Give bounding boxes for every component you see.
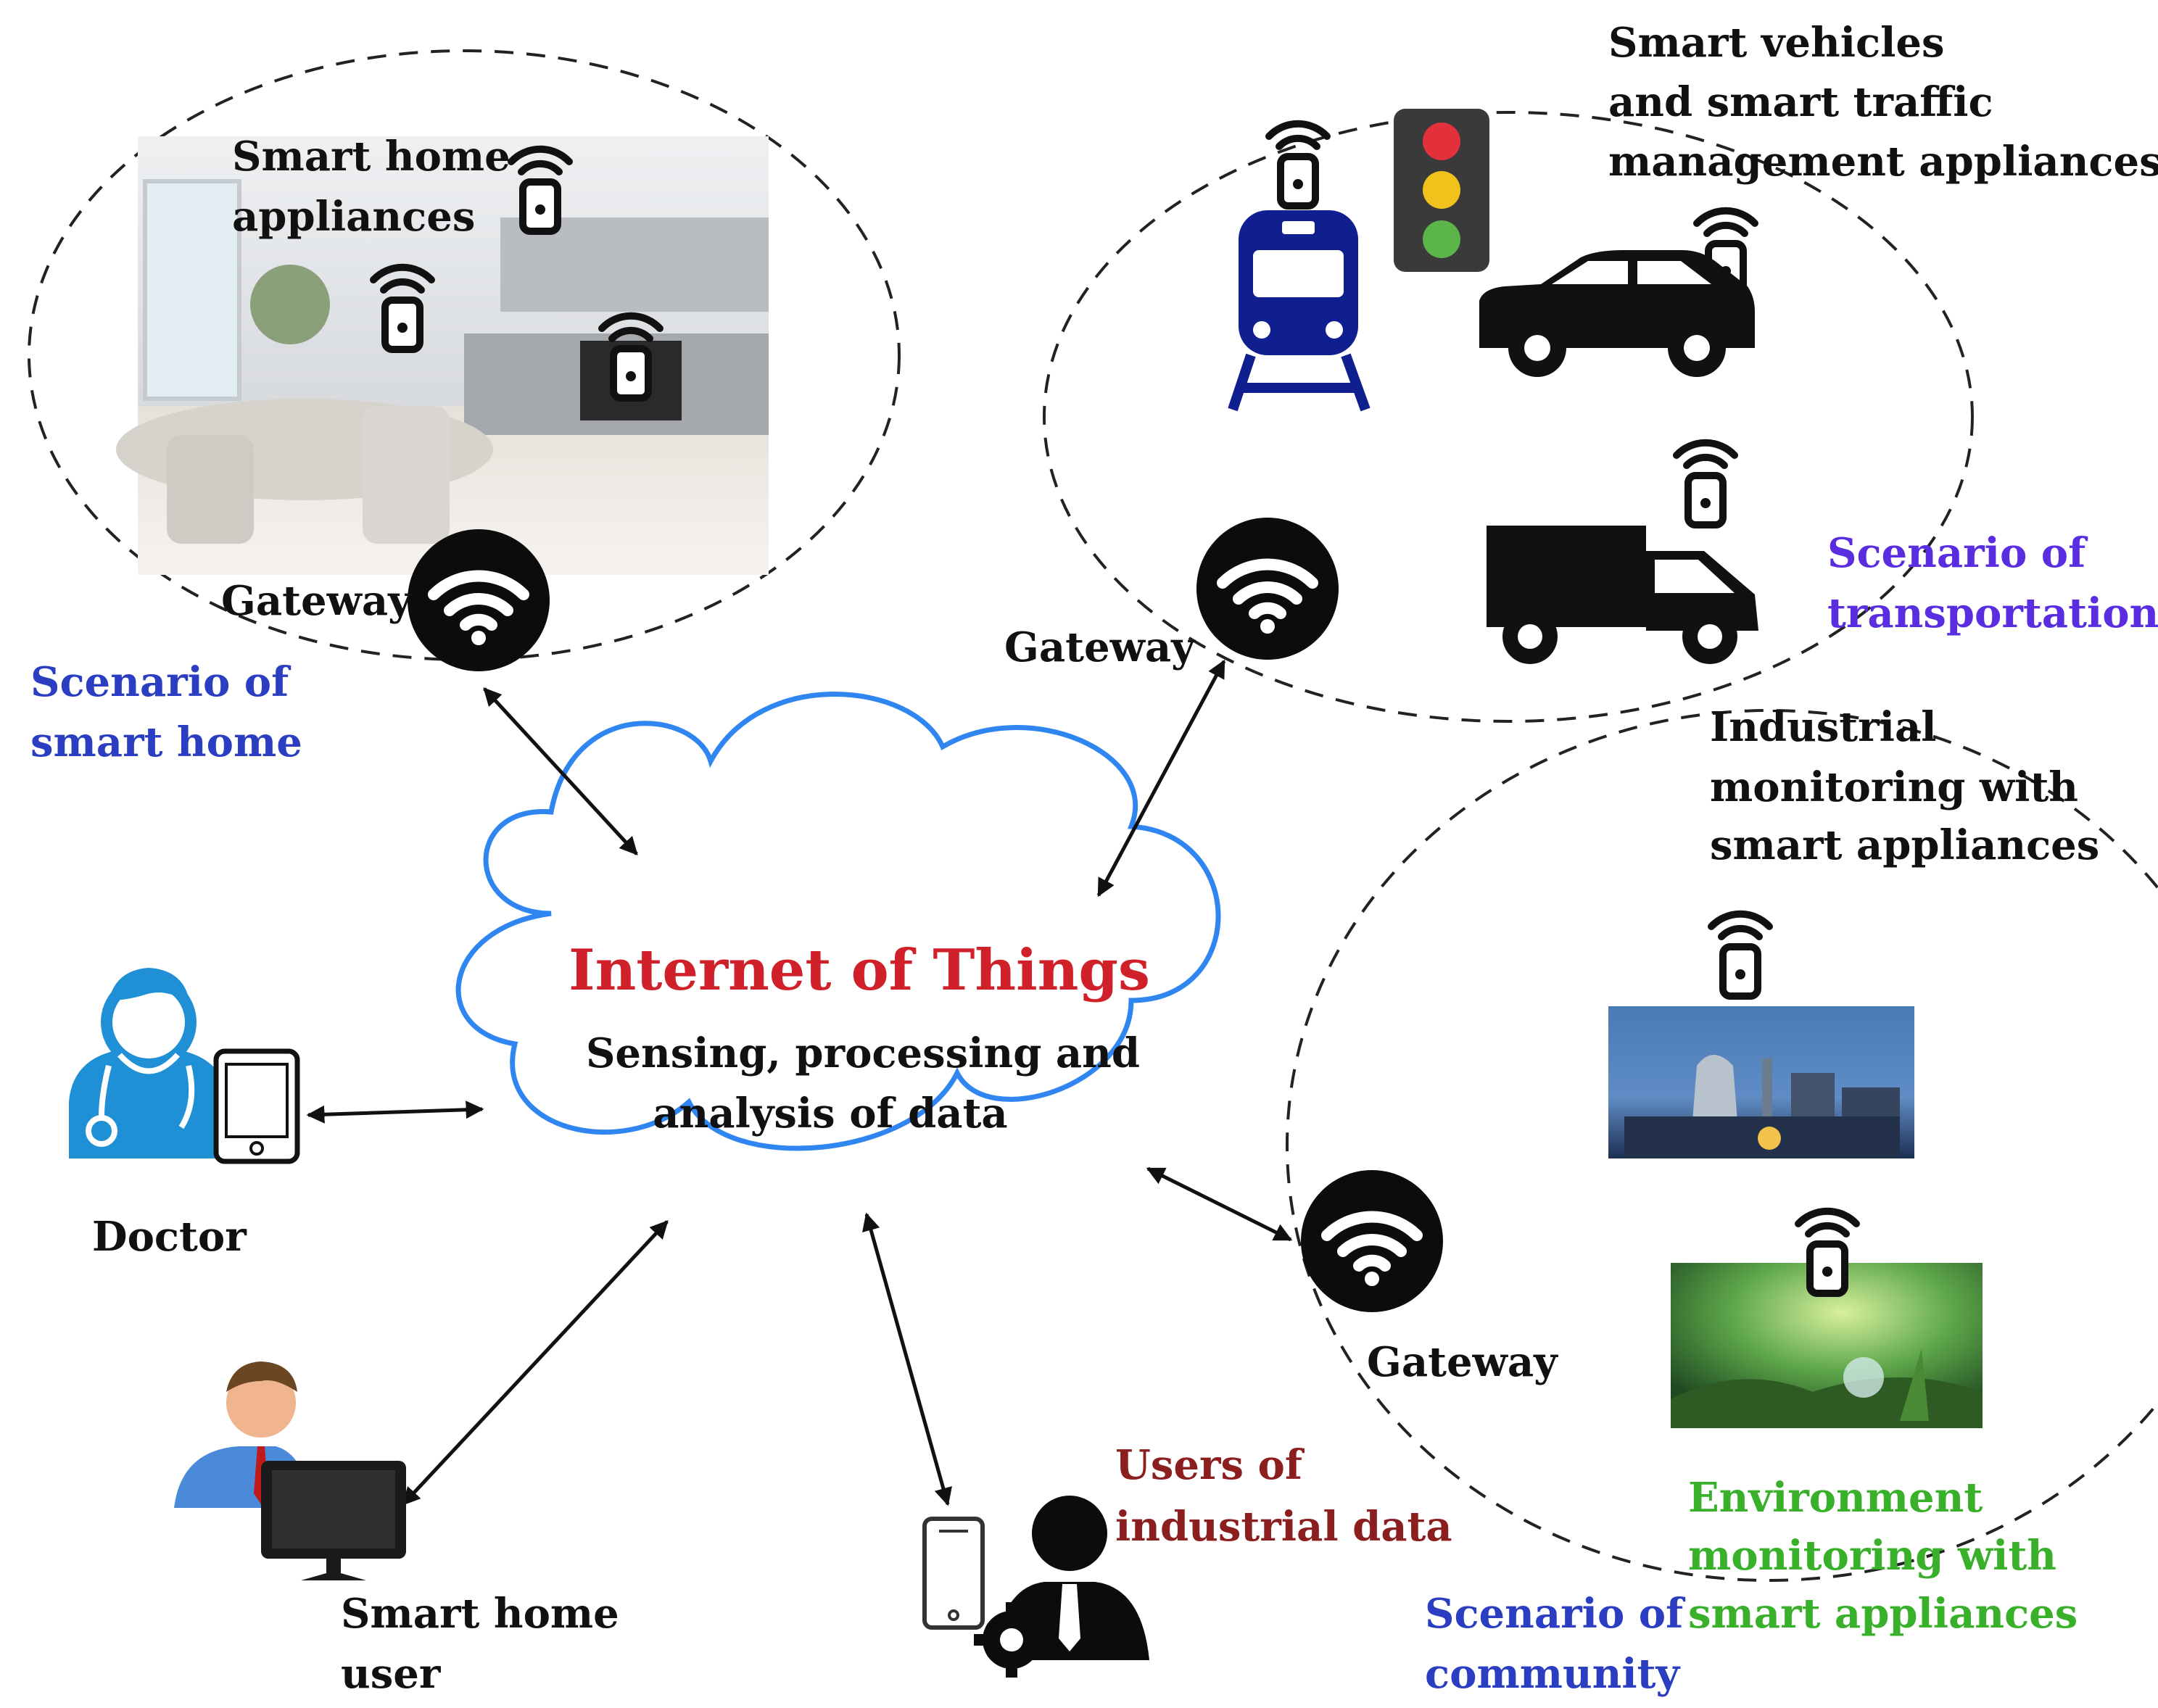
industrial-monitoring-line2: monitoring with — [1710, 763, 2078, 811]
wifi-tag-icon — [1269, 124, 1327, 206]
scenario-community-line2: community — [1425, 1650, 1681, 1698]
smart-home-appliances-line1: Smart home — [232, 133, 510, 181]
gateway-label-transport: Gateway — [1004, 623, 1196, 671]
arrow-industrialusers-cloud — [862, 1212, 952, 1506]
iot-cloud — [455, 692, 1221, 1151]
arrow-transport-cloud — [1096, 659, 1226, 897]
industrial-users-line2: industrial data — [1115, 1503, 1452, 1551]
transport-heading-line1: Smart vehicles — [1608, 19, 1945, 67]
gateway-label-home: Gateway — [221, 577, 413, 625]
scenario-transportation-line1: Scenario of — [1827, 529, 2088, 577]
smart-home-user-line1: Smart home — [341, 1590, 619, 1638]
smart-home-user-line2: user — [341, 1650, 442, 1698]
scenario-smart-home-line2: smart home — [30, 718, 302, 766]
traffic-light-icon — [1394, 109, 1489, 272]
transport-heading-line2: and smart traffic — [1608, 78, 1993, 126]
phone-icon — [922, 1517, 985, 1630]
wifi-tag-icon — [1677, 443, 1735, 525]
environment-monitoring-line3: smart appliances — [1688, 1590, 2078, 1638]
cloud-title: Internet of Things — [569, 937, 1150, 1003]
arrow-community-cloud — [1146, 1166, 1293, 1242]
industrial-monitoring-line1: Industrial — [1710, 703, 1937, 751]
industrial-users-line1: Users of — [1115, 1441, 1305, 1489]
scenario-smart-home-line1: Scenario of — [30, 658, 292, 706]
gateway-icon-home — [408, 529, 550, 671]
gateway-icon-community — [1301, 1170, 1443, 1312]
gear-icon — [974, 1602, 1049, 1678]
train-icon — [1228, 210, 1371, 412]
kitchen-photo — [116, 136, 769, 575]
arrow-home-cloud — [483, 687, 638, 855]
truck-icon — [1487, 526, 1758, 664]
arrow-homeuser-cloud — [402, 1220, 669, 1506]
environment-monitoring-line2: monitoring with — [1688, 1532, 2056, 1580]
transportation-ellipse — [1043, 111, 1974, 723]
doctor-label: Doctor — [92, 1213, 247, 1261]
gateway-icon-transport — [1196, 518, 1339, 660]
computer-user-icon — [174, 1361, 406, 1580]
smart-home-appliances-line2: appliances — [232, 193, 475, 241]
wifi-tag-icon — [1711, 914, 1769, 996]
scenario-transportation-line2: transportation — [1827, 589, 2158, 637]
transport-heading-line3: management appliances — [1608, 138, 2158, 186]
industry-photo — [1608, 1006, 1914, 1158]
wifi-tag-icon — [1798, 1211, 1856, 1293]
car-icon — [1479, 250, 1755, 377]
gateway-label-community: Gateway — [1367, 1338, 1558, 1386]
environment-monitoring-line1: Environment — [1688, 1474, 1983, 1522]
arrow-doctor-cloud — [306, 1100, 484, 1124]
doctor-icon — [69, 968, 228, 1158]
tablet-icon — [213, 1048, 300, 1164]
community-ellipse — [1286, 709, 2158, 1582]
cloud-subtitle-line2: analysis of data — [653, 1090, 1007, 1137]
industrial-monitoring-line3: smart appliances — [1710, 821, 2099, 869]
scenario-community-line1: Scenario of — [1425, 1590, 1686, 1638]
cloud-subtitle-line1: Sensing, processing and — [586, 1029, 1140, 1077]
